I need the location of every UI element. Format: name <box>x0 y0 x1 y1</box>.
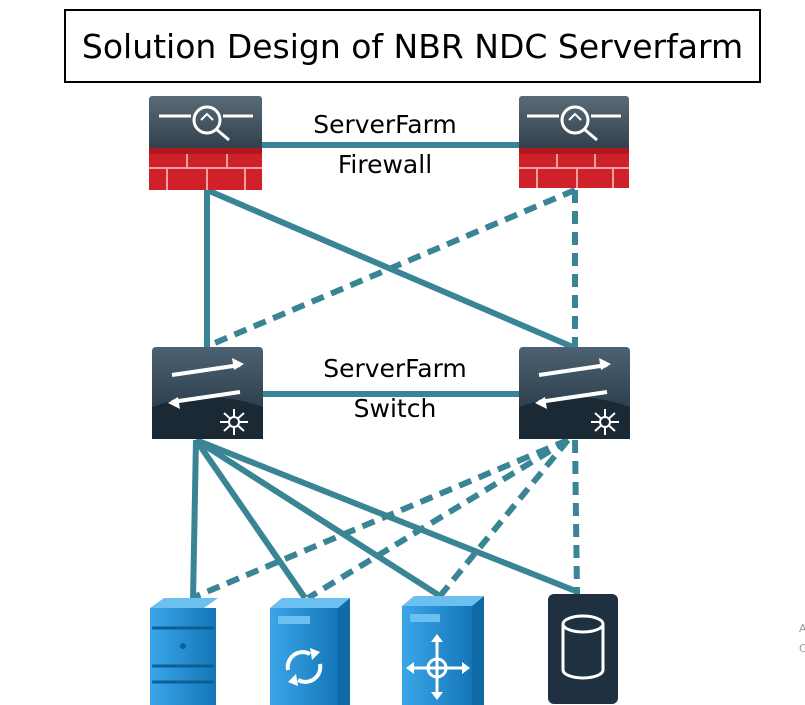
firewall-icon <box>519 96 629 188</box>
router-server-icon <box>402 596 484 705</box>
link-sw2-server4-backup <box>572 439 580 595</box>
edge-mark-a: A <box>799 622 805 635</box>
firewall-icon <box>149 96 262 190</box>
switch-label-line1: ServerFarm <box>323 354 467 383</box>
switch-label-line2: Switch <box>353 394 437 423</box>
layer3-switch-icon <box>519 347 630 439</box>
diagram-title: Solution Design of NBR NDC Serverfarm <box>64 9 761 83</box>
firewall-label-line1: ServerFarm <box>313 110 457 139</box>
file-server-icon <box>150 598 218 705</box>
link-sw1-server1 <box>190 439 199 601</box>
link-fw2-sw1-backup <box>208 187 577 348</box>
link-sw1-server2 <box>193 438 308 600</box>
link-sw2-server3-backup <box>437 438 571 598</box>
link-sw1-server3 <box>194 437 442 599</box>
switch-label: ServerFarm Switch <box>300 349 490 429</box>
firewall-label: ServerFarm Firewall <box>290 105 480 185</box>
link-sw2-server2-backup <box>306 437 570 601</box>
firewall-label-line2: Firewall <box>337 150 433 179</box>
layer3-switch-icon <box>152 347 263 439</box>
link-sw2-server1-backup <box>190 437 570 601</box>
edge-mark-c: C <box>799 642 805 655</box>
title-text: Solution Design of NBR NDC Serverfarm <box>81 26 744 66</box>
sync-server-icon <box>270 598 350 705</box>
database-icon <box>548 594 618 704</box>
